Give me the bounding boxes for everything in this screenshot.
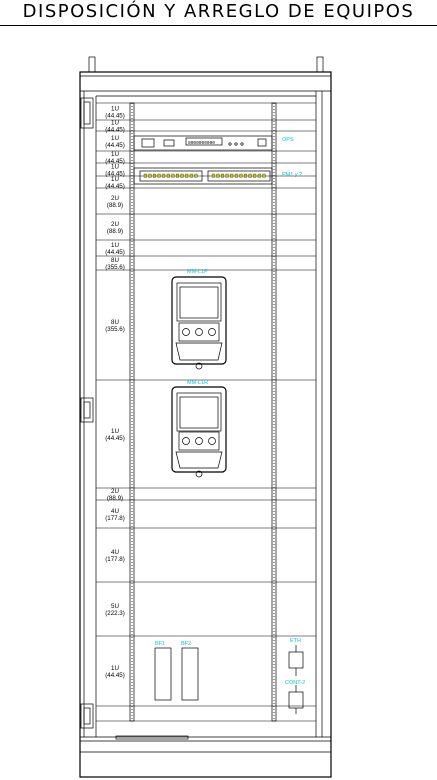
patch-port bbox=[244, 173, 247, 178]
eth-label: ETH bbox=[290, 638, 301, 644]
power-meter-top bbox=[171, 276, 227, 370]
patch-port bbox=[180, 173, 184, 178]
patch-port bbox=[230, 173, 234, 178]
breaker-bf2 bbox=[181, 647, 199, 701]
unit-mm-label: (177.8) bbox=[105, 515, 125, 522]
pm-label: PM1 y 2 bbox=[282, 172, 302, 178]
unit-mm-label: (44.45) bbox=[105, 113, 125, 120]
meter-top-label: MM-L1P bbox=[187, 269, 208, 275]
patch-port bbox=[257, 173, 261, 178]
ops-device: 0000000000 bbox=[133, 135, 273, 151]
unit-size-label: 1U bbox=[111, 106, 119, 113]
patch-port bbox=[248, 173, 252, 178]
unit-mm-label: (44.45) bbox=[105, 158, 125, 165]
patch-port bbox=[221, 173, 224, 178]
patch-port bbox=[143, 173, 147, 178]
unit-mm-label: (44.45) bbox=[105, 672, 125, 679]
unit-size-label: 4U bbox=[111, 549, 119, 556]
unit-size-label: 1U bbox=[111, 665, 119, 672]
unit-size-label: 1U bbox=[111, 428, 119, 435]
patch-port bbox=[211, 173, 215, 178]
patch-port bbox=[157, 173, 161, 178]
cont-label: CONT-2 bbox=[285, 680, 305, 686]
unit-size-label: 2U bbox=[111, 221, 119, 228]
bf1-label: BF1 bbox=[155, 641, 165, 647]
rack-rails bbox=[129, 102, 277, 722]
unit-size-label: 5U bbox=[111, 603, 119, 610]
unit-mm-label: (88.9) bbox=[107, 228, 123, 235]
rack-unit-labels: 1U(44.45)1U(44.45)1U(44.45)1U(44.45)1U(4… bbox=[105, 106, 125, 680]
unit-size-label: 2U bbox=[111, 488, 119, 495]
unit-size-label: 8U bbox=[111, 257, 119, 264]
patch-port bbox=[216, 173, 220, 178]
patch-port bbox=[253, 173, 257, 178]
patch-port bbox=[162, 173, 166, 178]
unit-mm-label: (355.6) bbox=[105, 326, 125, 333]
meter-bottom-label: MM-L1R bbox=[187, 380, 208, 386]
unit-size-label: 1U bbox=[111, 164, 119, 171]
unit-mm-label: (355.6) bbox=[105, 264, 125, 271]
cabinet-frame bbox=[79, 71, 332, 778]
unit-mm-label: (88.9) bbox=[107, 202, 123, 209]
patch-port bbox=[225, 173, 229, 178]
bf2-label: BF2 bbox=[181, 641, 191, 647]
title-underline bbox=[0, 25, 437, 26]
patch-port bbox=[189, 173, 193, 178]
power-meter-bottom bbox=[171, 386, 227, 478]
eth-module bbox=[288, 645, 304, 676]
patch-port bbox=[239, 173, 243, 178]
drawing-title: DISPOSICIÓN Y ARREGLO DE EQUIPOS bbox=[22, 1, 415, 22]
unit-size-label: 1U bbox=[111, 176, 119, 183]
unit-mm-label: (44.45) bbox=[105, 171, 125, 178]
patch-port bbox=[148, 173, 152, 178]
unit-mm-label: (222.3) bbox=[105, 610, 125, 617]
patch-port bbox=[234, 173, 238, 178]
unit-size-label: 1U bbox=[111, 120, 119, 127]
patch-port bbox=[194, 173, 198, 178]
unit-size-label: 1U bbox=[111, 242, 119, 249]
breaker-bf1 bbox=[154, 647, 172, 701]
unit-size-label: 1U bbox=[111, 135, 119, 142]
unit-mm-label: (88.9) bbox=[107, 495, 123, 502]
ops-label: OPS bbox=[282, 137, 294, 143]
rack-unit-dividers bbox=[96, 102, 316, 722]
patch-port bbox=[262, 173, 266, 178]
unit-mm-label: (44.45) bbox=[105, 249, 125, 256]
unit-size-label: 1U bbox=[111, 151, 119, 158]
patch-port bbox=[185, 173, 189, 178]
unit-mm-label: (177.8) bbox=[105, 556, 125, 563]
door-hinges bbox=[80, 97, 94, 729]
patch-port bbox=[171, 173, 175, 178]
patch-port bbox=[153, 173, 156, 178]
pm-patch-panels bbox=[133, 167, 273, 185]
svg-text:0000000000: 0000000000 bbox=[188, 140, 215, 146]
unit-mm-label: (44.45) bbox=[105, 142, 125, 149]
rack-top-posts bbox=[88, 56, 324, 73]
unit-mm-label: (44.45) bbox=[105, 127, 125, 134]
patch-port bbox=[176, 173, 179, 178]
patch-port bbox=[166, 173, 170, 178]
unit-mm-label: (44.45) bbox=[105, 183, 125, 190]
unit-size-label: 2U bbox=[111, 195, 119, 202]
unit-size-label: 4U bbox=[111, 508, 119, 515]
unit-size-label: 8U bbox=[111, 319, 119, 326]
unit-mm-label: (44.45) bbox=[105, 435, 125, 442]
cont-module bbox=[288, 685, 304, 714]
